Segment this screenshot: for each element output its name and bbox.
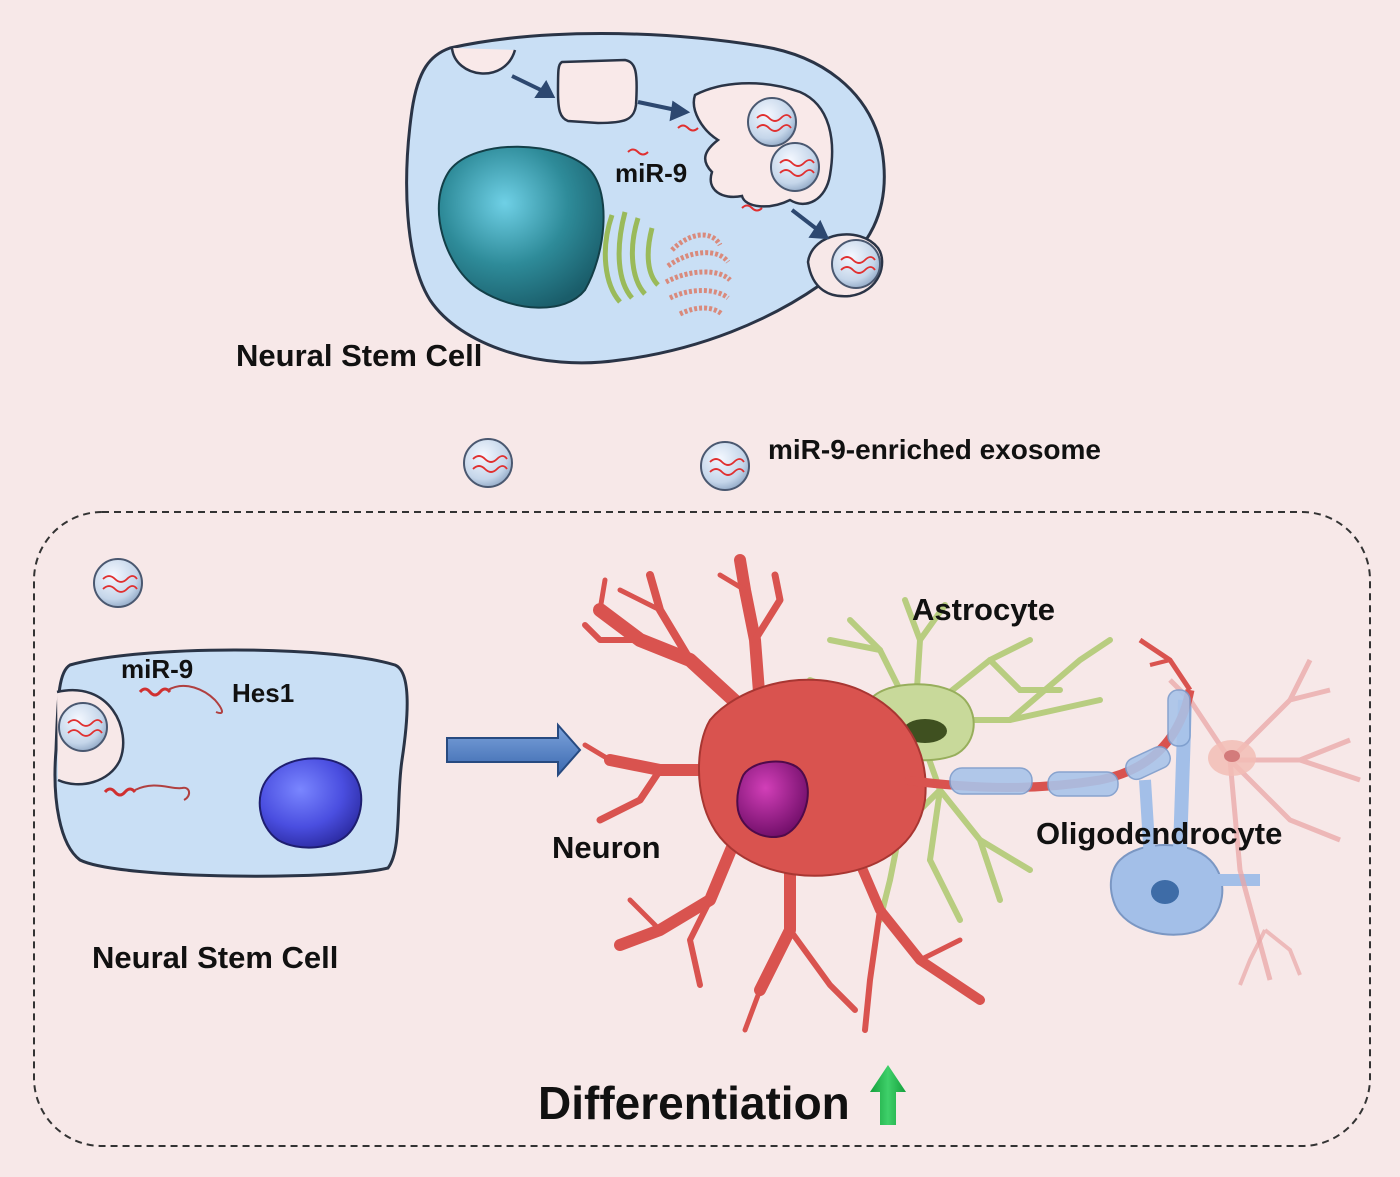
golgi-apparatus: [664, 232, 732, 317]
mvb-exosome: [770, 142, 820, 192]
top-mirna-label: miR-9: [615, 158, 688, 188]
mirna-hes1-complex: [138, 684, 223, 714]
differentiation-label: Differentiation: [538, 1077, 850, 1129]
exosome-legend-label: miR-9-enriched exosome: [768, 434, 1101, 465]
neuron-label: Neuron: [552, 830, 661, 865]
hes1-label: Hes1: [232, 678, 295, 708]
mirna-strand: [741, 204, 763, 212]
up-arrow-icon: [870, 1065, 906, 1125]
astrocyte-label: Astrocyte: [912, 592, 1055, 627]
oligodendrocyte-label: Oligodendrocyte: [1036, 816, 1283, 851]
endoplasmic-reticulum: [602, 211, 660, 304]
nucleus: [437, 145, 605, 309]
secreted-exosome: [831, 239, 881, 289]
internalizing-exosome: [58, 702, 108, 752]
mirna-strand: [677, 124, 699, 132]
top-neural-stem-cell: [405, 32, 886, 365]
oligodendrocyte-cell: [1109, 658, 1361, 986]
mvb-exosome: [747, 97, 797, 147]
incoming-exosome: [93, 558, 143, 608]
mirna-hes1-complex: [103, 784, 190, 801]
top-cell-label: Neural Stem Cell: [236, 338, 483, 373]
early-endosome: [556, 58, 638, 125]
bottom-neural-stem-cell: [53, 648, 409, 878]
bottom-cell-label: Neural Stem Cell: [92, 940, 339, 975]
recipient-region: [33, 511, 1371, 1147]
nucleus: [258, 757, 363, 849]
mirna-strand: [627, 148, 649, 156]
transit-exosome: [463, 438, 513, 488]
flow-arrows: [511, 74, 830, 240]
bottom-mirna-label: miR-9: [121, 654, 194, 684]
right-arrow-icon: [446, 722, 582, 778]
neuron-cell: [582, 554, 1195, 1033]
legend-exosome-icon: [700, 441, 750, 491]
myelin-sheath: [949, 689, 1191, 797]
